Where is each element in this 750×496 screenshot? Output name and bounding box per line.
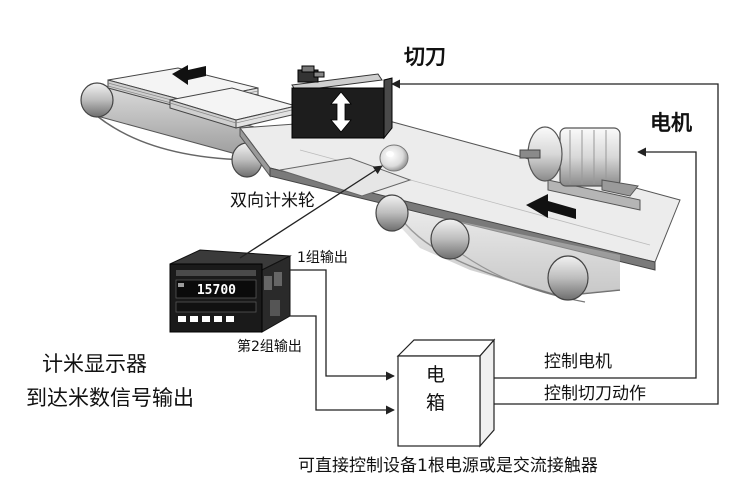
counter-button-4[interactable]: [214, 316, 222, 322]
output2-label: 第2组输出: [237, 339, 302, 355]
cutter: [291, 65, 393, 140]
sheet-stack-2: [169, 87, 297, 129]
counter-button-2[interactable]: [190, 316, 198, 322]
output-conveyor: [80, 82, 263, 178]
output1-line: [290, 269, 395, 381]
counter-button-5[interactable]: [226, 316, 234, 322]
main-roller-3: [547, 255, 589, 301]
main-roller-1: [375, 194, 409, 232]
left-roller: [80, 82, 114, 118]
display-label-line1: 计米显示器: [42, 352, 147, 376]
output2-line: [290, 315, 395, 415]
bottom-note: 可直接控制设备1根电源或是交流接触器: [298, 456, 598, 476]
output1-label: 1组输出: [297, 250, 348, 266]
display-label-line2: 到达米数信号输出: [26, 386, 194, 410]
box-label-char1: 电: [426, 364, 446, 386]
main-roller-2: [430, 218, 470, 260]
flow-arrow-stack: [172, 65, 206, 85]
meter-wheel-label: 双向计米轮: [230, 191, 315, 211]
box-label-char2: 箱: [426, 392, 446, 414]
flow-arrow-main: [526, 194, 576, 219]
control-cutter-line: [391, 79, 719, 405]
counter-button-3[interactable]: [202, 316, 210, 322]
electric-box: [396, 338, 496, 448]
counter-buttons: [178, 316, 234, 322]
meter-counter: 15700: [169, 249, 292, 333]
up-down-arrow-icon: [330, 91, 352, 133]
cutter-label: 切刀: [404, 45, 446, 69]
counter-button-1[interactable]: [178, 316, 186, 322]
control-cutter-label: 控制切刀动作: [544, 384, 646, 404]
control-motor-line: [494, 147, 697, 379]
wheel-support-plate: [279, 157, 412, 197]
control-motor-label: 控制电机: [544, 352, 612, 372]
counter-reading: 15700: [197, 283, 236, 298]
wheel-to-counter-line: [239, 165, 383, 259]
motor: [519, 126, 641, 211]
motor-label: 电机: [650, 111, 692, 135]
connection-lines: [239, 79, 719, 415]
meter-wheel: [379, 144, 409, 172]
